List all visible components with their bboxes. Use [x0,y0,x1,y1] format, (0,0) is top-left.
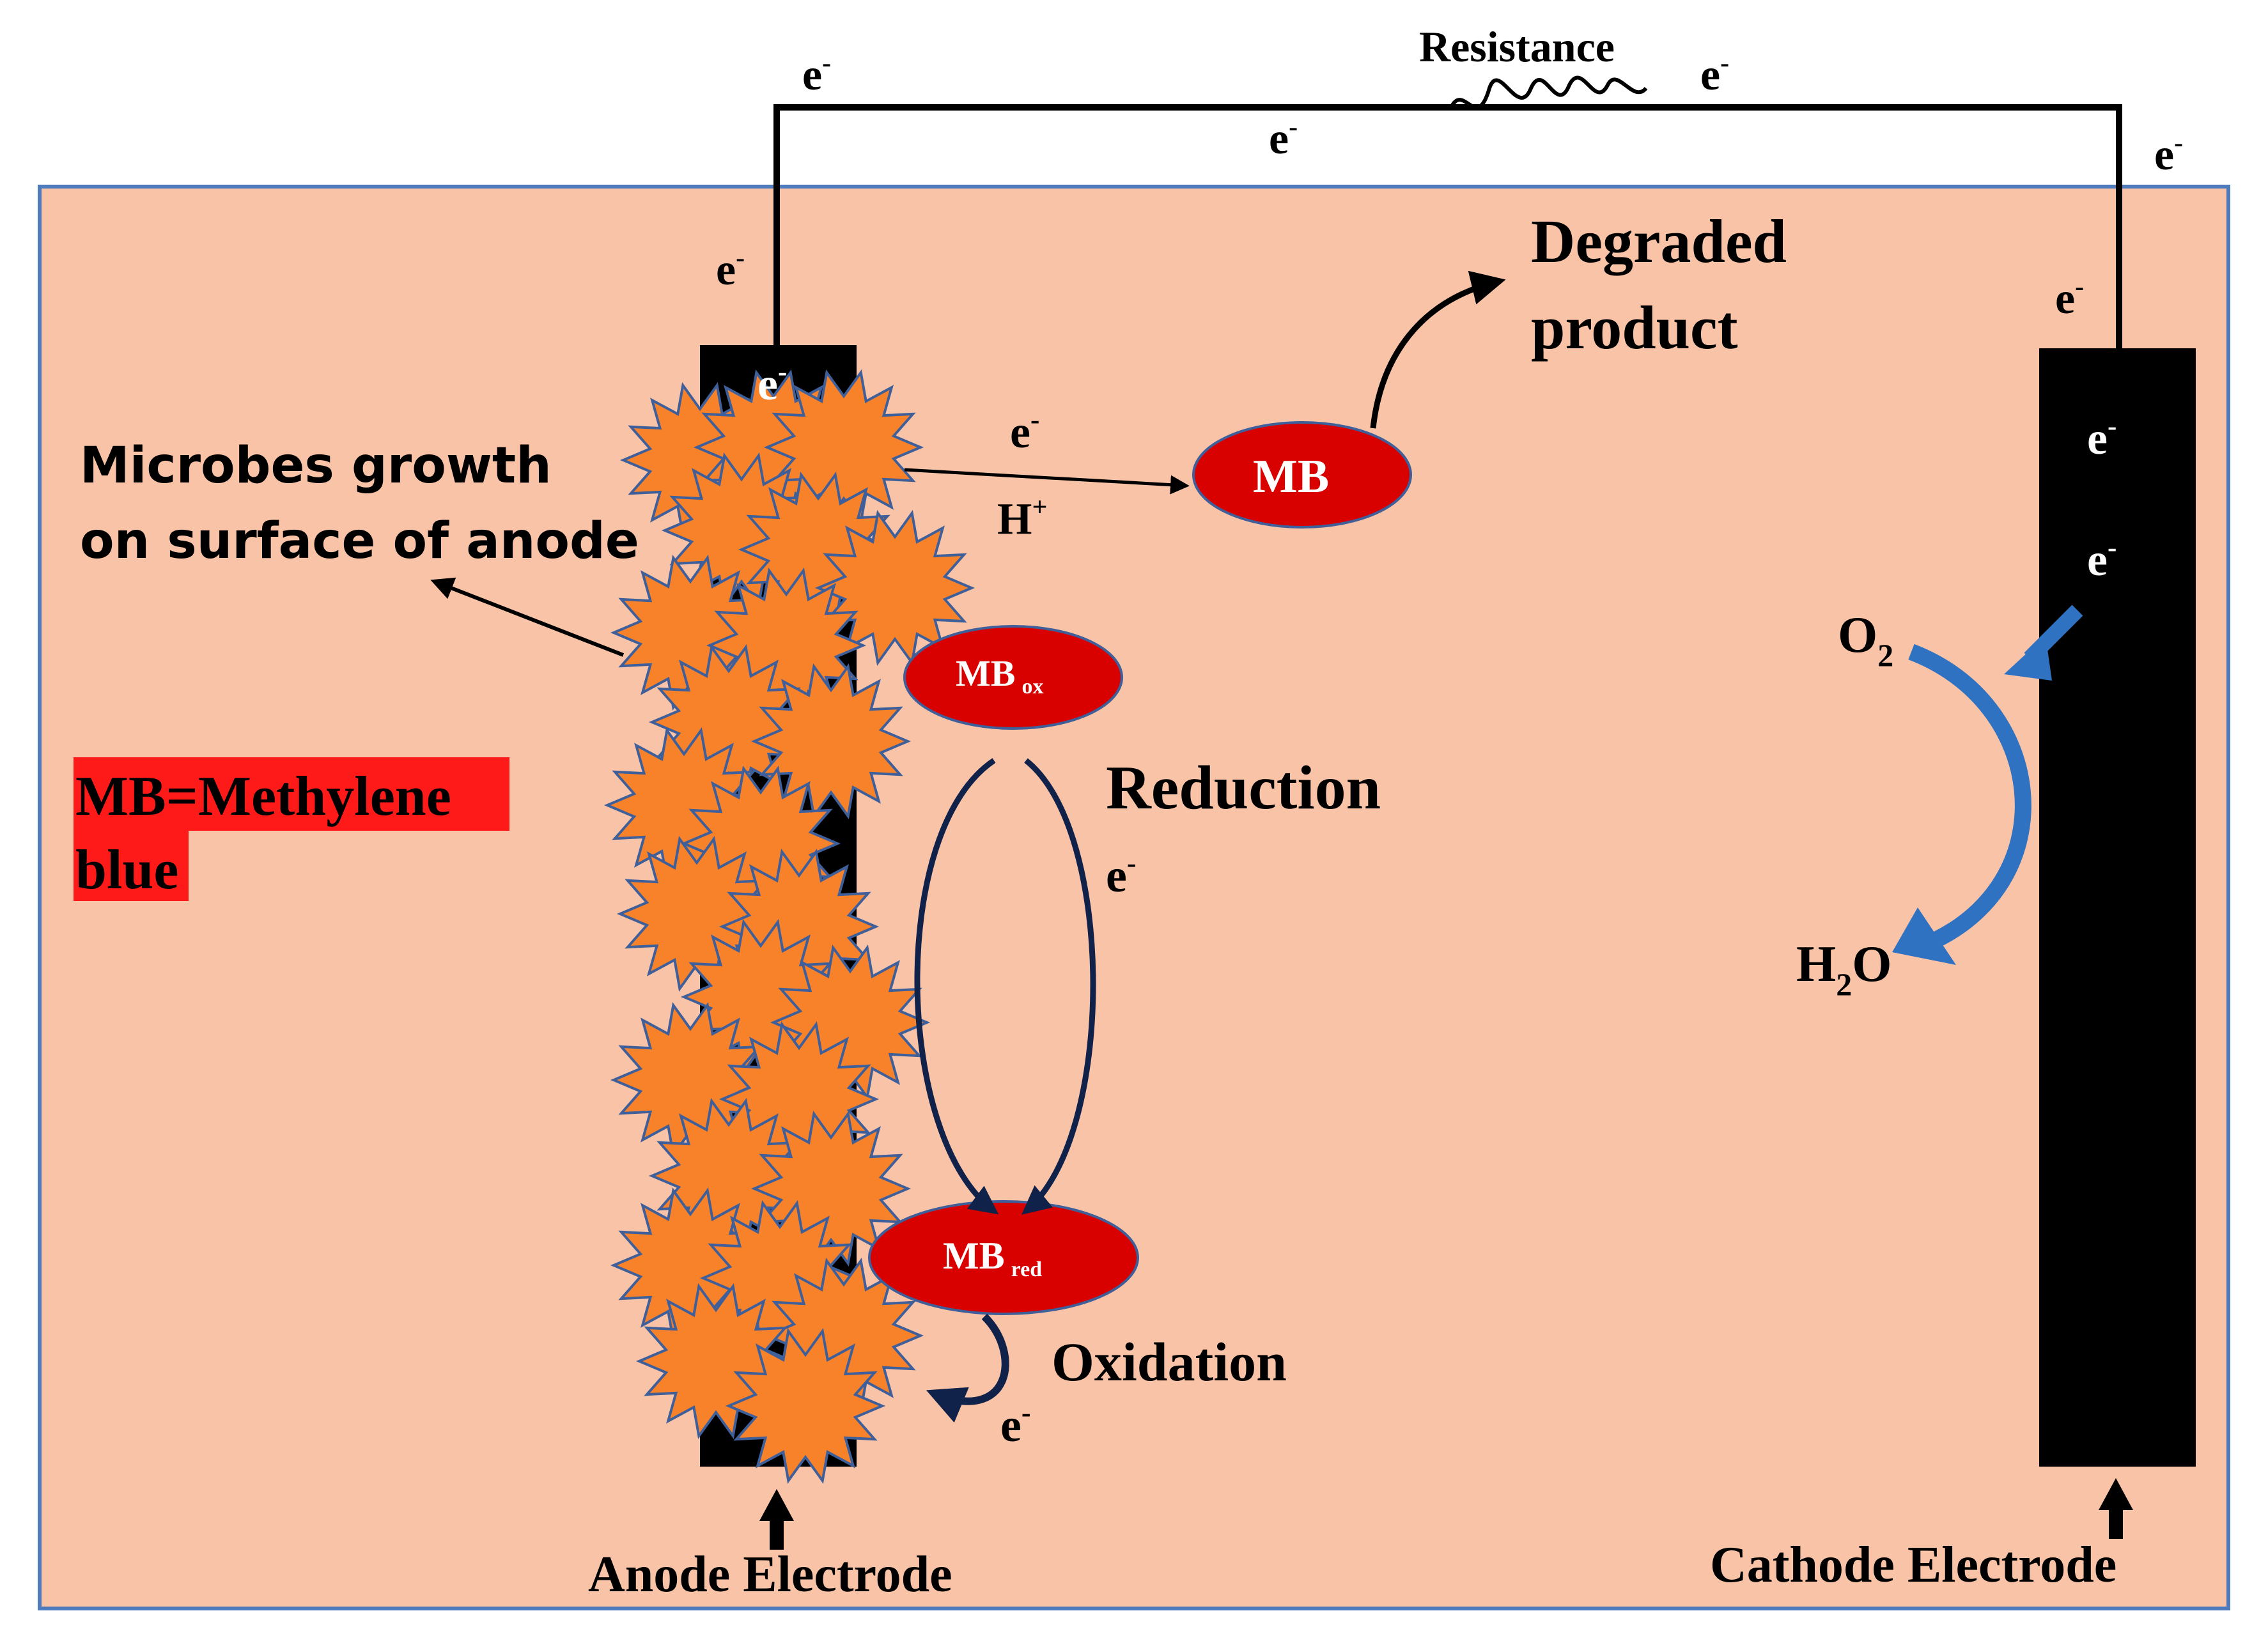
reduction-arrow-right [1021,758,1096,1215]
cathode-electrode [2039,348,2196,1467]
o2-reduction-arrowhead [1892,907,1956,965]
electron-label: e- [2087,533,2117,585]
electron-labels: e-e-e-e-e-e-e-e-e-e-e-e- [716,49,2183,1452]
cathode-label: Cathode Electrode [1710,1537,2117,1593]
reduction-label: Reduction [1106,753,1381,822]
legend-highlight-2 [74,831,189,901]
electron-label: e- [1000,1397,1031,1452]
electron-label: e- [1106,847,1137,902]
water-label: H2O [1796,936,1891,1002]
electron-label: e- [1269,112,1298,164]
legend-text-1: MB=Methylene [75,766,451,828]
degraded-label-2: product [1531,293,1738,362]
electron-label: e- [716,243,745,295]
oxygen-label: O2 [1838,607,1893,673]
oxidation-arrow [926,1313,1009,1423]
legend-text-2: blue [75,839,178,901]
electron-label: e- [1700,49,1729,100]
mb-ellipse [1192,421,1412,528]
degraded-label-1: Degraded [1531,207,1787,275]
cathode-up-arrow-icon [2099,1478,2133,1539]
microbe [750,663,912,819]
resistance-label: Resistance [1419,22,1615,71]
electron-label: e- [2087,412,2117,464]
microbe [725,1328,886,1484]
electron-label: e- [802,49,831,100]
legend-highlight-1 [74,757,509,831]
anode-up-arrow-icon [759,1489,794,1550]
electron-transfer-arrow [904,468,1190,495]
electron-label: e- [1010,405,1039,458]
resistor-symbol [1449,75,1648,109]
electron-label: e- [757,357,787,410]
microbes-label-1: Microbes growth [80,437,552,495]
microbe-cluster [603,369,975,1484]
electron-label: e- [2055,272,2084,323]
o2-reduction-arrow [1908,644,2031,947]
microbes-label-2: on surface of anode [80,513,639,570]
external-circuit-wire [773,104,2122,348]
oxidation-label: Oxidation [1052,1331,1287,1392]
proton-label: H+ [997,493,1047,544]
microbes-pointer-arrow [430,577,625,657]
degradation-arrow [1370,270,1506,429]
electron-label: e- [2154,128,2183,180]
mb-ox-ellipse [903,625,1123,730]
microbe [814,510,975,666]
reduction-arrow-left [914,758,999,1215]
chamber [38,185,2230,1610]
mb-label: MB [1253,451,1329,503]
electron-input-arrowhead [2004,636,2052,681]
mb-red-ellipse [868,1200,1139,1315]
anode-label: Anode Electrode [588,1547,952,1603]
